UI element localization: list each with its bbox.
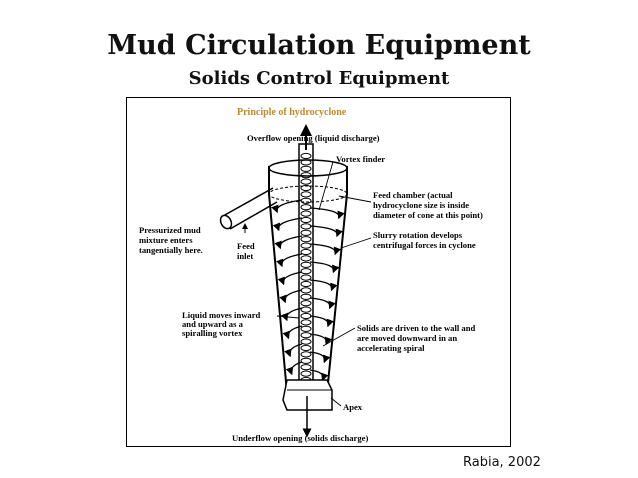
- svg-text:Feed chamber (actual: Feed chamber (actual: [373, 190, 453, 200]
- spiral-arrow: [309, 261, 340, 274]
- spiral-arrow: [280, 307, 303, 322]
- svg-text:mixture enters: mixture enters: [139, 235, 193, 245]
- vortex-coil: [300, 165, 312, 172]
- spiral-arrow: [279, 289, 303, 304]
- vortex-coil: [300, 184, 312, 192]
- vortex-coil: [300, 280, 312, 288]
- svg-text:inlet: inlet: [237, 251, 253, 261]
- vortex-coil: [300, 351, 312, 358]
- vortex-coil: [300, 274, 312, 281]
- vortex-coil: [300, 210, 312, 217]
- spiral-arrow: [309, 297, 336, 310]
- solids-driven-label: Solids are driven to the wall and are mo…: [357, 323, 475, 353]
- apex-outlet: [282, 379, 333, 438]
- spiral-arrow: [277, 271, 303, 286]
- feed-inlet-pipe: [219, 187, 278, 233]
- spiral-arrow: [282, 325, 303, 340]
- source-caption: Rabia, 2002: [463, 455, 541, 470]
- slide-title: Mud Circulation Equipment: [107, 30, 531, 61]
- diagram-title: Principle of hydrocyclone: [237, 107, 347, 118]
- liquid-moves-label: Liquid moves inward and upward as a spir…: [182, 310, 261, 338]
- svg-text:Liquid moves inward: Liquid moves inward: [182, 310, 261, 320]
- spiral-arrow: [274, 235, 303, 250]
- vortex-coil: [300, 191, 312, 198]
- vortex-coil: [300, 344, 312, 352]
- svg-text:Pressurized mud: Pressurized mud: [139, 225, 201, 235]
- slide-subtitle: Solids Control Equipment: [188, 68, 450, 89]
- spiral-arrow: [309, 369, 329, 382]
- spiral-arrow: [309, 315, 334, 328]
- vortex-coil: [300, 236, 312, 243]
- svg-text:are moved downward in an: are moved downward in an: [357, 333, 457, 343]
- vortex-coil: [300, 204, 312, 211]
- spiral-arrow: [284, 343, 303, 358]
- vortex-coil: [300, 152, 312, 160]
- vortex-coil: [300, 364, 312, 371]
- spiral-arrow: [309, 225, 343, 238]
- vortex-coil: [300, 332, 312, 339]
- vortex-coil: [300, 229, 312, 236]
- vortex-coil: [300, 242, 312, 249]
- vortex-coil: [300, 268, 312, 275]
- vortex-coil: [300, 325, 312, 332]
- spiral-arrow: [309, 351, 331, 364]
- svg-text:tangentially here.: tangentially here.: [139, 245, 203, 255]
- svg-text:Solids are driven to the wall: Solids are driven to the wall and: [357, 323, 475, 333]
- spiral-arrow: [285, 361, 303, 376]
- spiral-arrow: [309, 279, 338, 292]
- vortex-coil: [300, 248, 312, 256]
- feed-inlet-label: Feed inlet: [237, 241, 255, 261]
- svg-text:centrifugal forces in cyclone: centrifugal forces in cyclone: [373, 240, 476, 250]
- vortex-coil: [300, 293, 312, 300]
- spiral-arrow: [309, 243, 342, 256]
- feed-chamber-label: Feed chamber (actual hydrocyclone size i…: [373, 190, 483, 220]
- vortex-coil: [300, 319, 312, 326]
- vortex-coil: [300, 357, 312, 364]
- vortex-coil: [300, 370, 312, 377]
- underflow-label: Underflow opening (solids discharge): [232, 433, 368, 443]
- vortex-coil: [300, 338, 312, 345]
- pressurized-mud-label: Pressurized mud mixture enters tangentia…: [139, 225, 203, 255]
- hydrocyclone-figure: Principle of hydrocyclone: [126, 97, 511, 447]
- svg-text:diameter of cone at this point: diameter of cone at this point): [373, 210, 483, 220]
- vortex-finder-label: Vortex finder: [336, 154, 385, 164]
- vortex-coil: [300, 261, 312, 268]
- vortex-coil: [300, 306, 312, 313]
- vortex-finder-tube: [298, 124, 314, 397]
- spiral-flow-arrows: [271, 199, 345, 382]
- leader-lines: [276, 161, 372, 407]
- vortex-coil: [300, 255, 312, 262]
- apex-label: Apex: [343, 402, 363, 412]
- spiral-arrow: [271, 199, 303, 214]
- spiral-arrow: [309, 207, 345, 220]
- vortex-coil: [300, 178, 312, 185]
- spiral-arrow: [276, 253, 303, 268]
- overflow-label: Overflow opening (liquid discharge): [247, 133, 380, 143]
- slurry-rotation-label: Slurry rotation develops centrifugal for…: [373, 230, 476, 250]
- vortex-coil: [300, 216, 312, 224]
- svg-text:hydrocyclone size is inside: hydrocyclone size is inside: [373, 200, 469, 210]
- vortex-coil: [300, 300, 312, 307]
- svg-text:Slurry rotation develops: Slurry rotation develops: [373, 230, 463, 240]
- spiral-arrow: [272, 217, 303, 232]
- spiral-arrow: [309, 333, 333, 346]
- svg-text:spiralling vortex: spiralling vortex: [182, 328, 243, 338]
- svg-text:accelerating spiral: accelerating spiral: [357, 343, 425, 353]
- svg-text:and upward as a: and upward as a: [182, 319, 244, 329]
- svg-text:Feed: Feed: [237, 241, 255, 251]
